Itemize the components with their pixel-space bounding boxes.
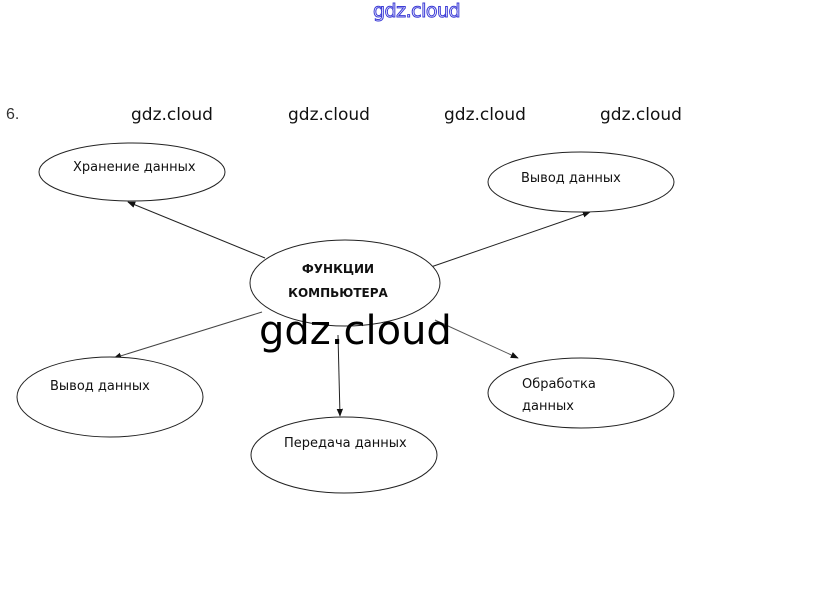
node-processing: Обработка данных xyxy=(487,357,675,429)
arrow-to-output-right xyxy=(427,211,591,269)
center-label-line2: КОМПЬЮТЕРА xyxy=(288,286,388,300)
watermark-top: gdz.cloud xyxy=(372,0,461,23)
task-number: 6. xyxy=(6,106,20,123)
node-storage: Хранение данных xyxy=(38,142,226,202)
storage-label: Хранение данных xyxy=(73,160,196,175)
arrow-to-output-left xyxy=(113,311,263,359)
output-left-label: Вывод данных xyxy=(50,379,150,394)
watermark-center: gdz.cloud xyxy=(259,308,452,354)
arrow-to-transfer xyxy=(336,334,344,417)
transfer-label: Передача данных xyxy=(284,436,407,451)
node-output-left: Вывод данных xyxy=(16,356,204,438)
node-transfer: Передача данных xyxy=(250,416,438,494)
watermark-row-4: gdz.cloud xyxy=(600,105,682,125)
processing-label-line1: Обработка xyxy=(522,377,596,392)
processing-label-line2: данных xyxy=(522,399,574,414)
watermark-row-3: gdz.cloud xyxy=(444,105,526,125)
node-output-right: Вывод данных xyxy=(487,151,675,213)
arrow-to-processing xyxy=(434,319,519,359)
center-label-line1: ФУНКЦИИ xyxy=(302,262,374,276)
node-center: ФУНКЦИИ КОМПЬЮТЕРА xyxy=(249,239,441,327)
watermark-row-2: gdz.cloud xyxy=(288,105,370,125)
output-right-label: Вывод данных xyxy=(521,171,621,186)
watermark-row-1: gdz.cloud xyxy=(131,105,213,125)
arrow-to-storage xyxy=(127,201,266,259)
